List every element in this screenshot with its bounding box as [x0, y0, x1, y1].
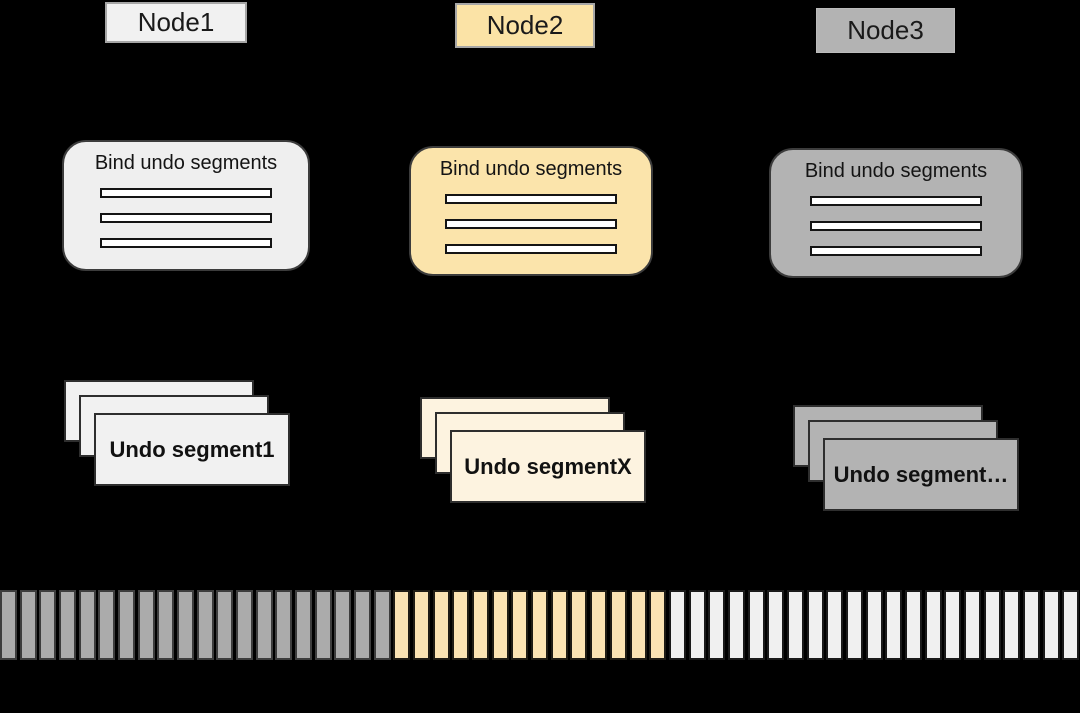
node3-box: Node3	[816, 8, 955, 53]
bind-undo-segments-label: Bind undo segments	[94, 152, 278, 174]
extent-node1-extents	[157, 590, 175, 660]
extent-node1-extents	[19, 590, 37, 660]
undo-segment-card-front: Undo segment…	[823, 438, 1019, 511]
extent-node1-extents	[236, 590, 254, 660]
extent-node3-extents	[668, 590, 686, 660]
undo-segment-stack-node2: Undo segmentX	[420, 397, 650, 507]
extent-node2-extents	[609, 590, 627, 660]
extent-node3-extents	[963, 590, 981, 660]
extent-node2-extents	[550, 590, 568, 660]
extent-node1-extents	[373, 590, 391, 660]
extent-node3-extents	[944, 590, 962, 660]
segment-line	[810, 221, 982, 231]
extent-node3-extents	[1062, 590, 1080, 660]
extent-node2-extents	[452, 590, 470, 660]
extent-node1-extents	[334, 590, 352, 660]
extent-node1-extents	[314, 590, 332, 660]
extent-node1-extents	[78, 590, 96, 660]
bind-undo-segments-box-node2: Bind undo segments	[409, 146, 653, 276]
extent-node1-extents	[59, 590, 77, 660]
node3-label: Node3	[847, 15, 924, 45]
segment-line	[445, 244, 617, 254]
extent-node3-extents	[708, 590, 726, 660]
extent-node2-extents	[472, 590, 490, 660]
undo-segment-stack-node3: Undo segment…	[793, 405, 1023, 515]
extent-node3-extents	[826, 590, 844, 660]
node2-label: Node2	[486, 10, 564, 40]
extent-node1-extents	[196, 590, 214, 660]
undo-segment-card-front: Undo segmentX	[450, 430, 646, 503]
bind-undo-segments-label: Bind undo segments	[439, 158, 623, 180]
extent-node1-extents	[98, 590, 116, 660]
undo-segment-label: Undo segment1	[109, 436, 275, 462]
undo-segment-label: Undo segment…	[833, 461, 1009, 487]
extent-node1-extents	[295, 590, 313, 660]
extent-node2-extents	[531, 590, 549, 660]
extent-node2-extents	[432, 590, 450, 660]
extent-node3-extents	[1022, 590, 1040, 660]
extent-node1-extents	[39, 590, 57, 660]
extent-node3-extents	[845, 590, 863, 660]
node1-label: Node1	[137, 7, 215, 37]
extent-node3-extents	[786, 590, 804, 660]
segment-line	[100, 238, 272, 248]
segment-line	[810, 196, 982, 206]
segment-line	[445, 219, 617, 229]
node1-box: Node1	[105, 2, 247, 43]
extent-node3-extents	[904, 590, 922, 660]
undo-segment-label: Undo segmentX	[464, 453, 632, 479]
extent-node1-extents	[216, 590, 234, 660]
extent-node3-extents	[1003, 590, 1021, 660]
extent-node1-extents	[275, 590, 293, 660]
extent-node1-extents	[177, 590, 195, 660]
extent-node1-extents	[0, 590, 17, 660]
segment-lines	[810, 196, 982, 256]
undo-segment-card-front: Undo segment1	[94, 413, 290, 486]
undo-tablespace-strip	[0, 590, 1080, 660]
extent-node1-extents	[137, 590, 155, 660]
segment-line	[100, 188, 272, 198]
extent-node2-extents	[629, 590, 647, 660]
extent-node3-extents	[688, 590, 706, 660]
node2-box: Node2	[455, 3, 595, 48]
extent-node3-extents	[1042, 590, 1060, 660]
extent-node2-extents	[413, 590, 431, 660]
segment-line	[445, 194, 617, 204]
extent-node3-extents	[806, 590, 824, 660]
extent-node2-extents	[491, 590, 509, 660]
extent-node2-extents	[393, 590, 411, 660]
bind-undo-segments-box-node3: Bind undo segments	[769, 148, 1023, 278]
segment-lines	[100, 188, 272, 248]
extent-node3-extents	[924, 590, 942, 660]
extent-node2-extents	[590, 590, 608, 660]
extent-node3-extents	[865, 590, 883, 660]
extent-node3-extents	[727, 590, 745, 660]
segment-line	[100, 213, 272, 223]
bind-undo-segments-box-node1: Bind undo segments	[62, 140, 310, 271]
extent-node3-extents	[983, 590, 1001, 660]
extent-node3-extents	[885, 590, 903, 660]
extent-node2-extents	[649, 590, 667, 660]
undo-segment-stack-node1: Undo segment1	[64, 380, 294, 490]
extent-node3-extents	[747, 590, 765, 660]
extent-node2-extents	[511, 590, 529, 660]
bind-undo-segments-label: Bind undo segments	[804, 160, 988, 182]
segment-lines	[445, 194, 617, 254]
extent-node2-extents	[570, 590, 588, 660]
extent-node1-extents	[255, 590, 273, 660]
extent-node1-extents	[354, 590, 372, 660]
extent-node1-extents	[118, 590, 136, 660]
extent-node3-extents	[767, 590, 785, 660]
segment-line	[810, 246, 982, 256]
